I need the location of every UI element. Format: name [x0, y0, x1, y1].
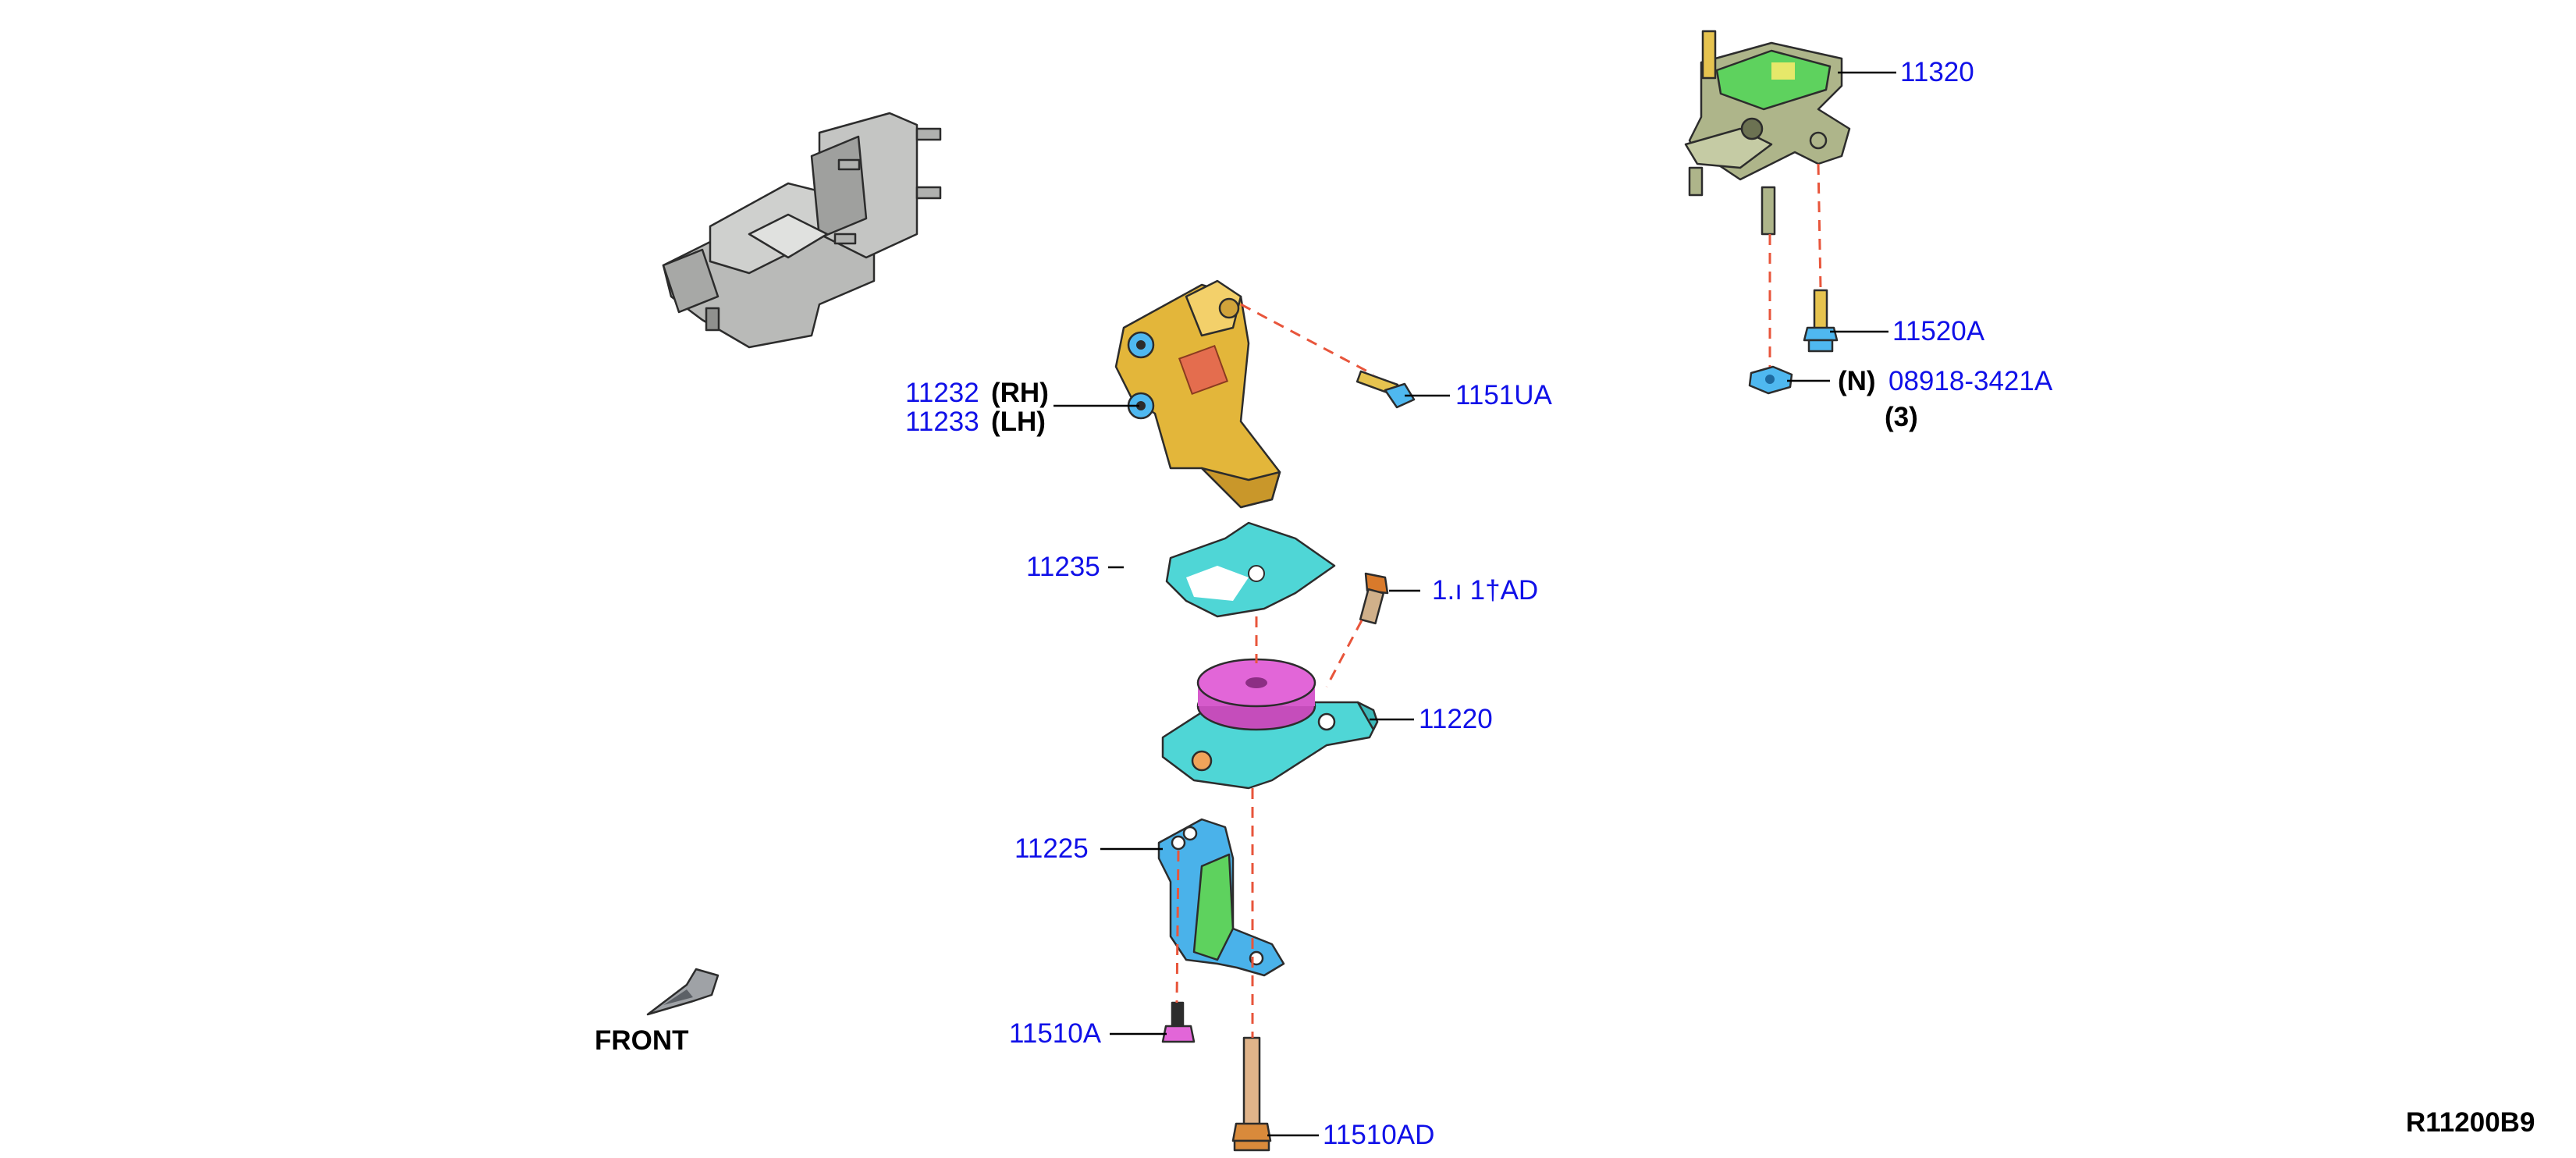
insulator-11220	[1161, 658, 1379, 790]
bolt-1151AD	[1359, 572, 1389, 625]
mount-11320	[1684, 30, 1851, 236]
label-08918-prefix: (N)	[1838, 366, 1876, 396]
label-11225: 11225	[1014, 833, 1089, 864]
label-11232: 11232	[905, 378, 979, 408]
figure-code: R11200B9	[2406, 1107, 2535, 1138]
bolt-11510A	[1161, 1001, 1196, 1043]
label-11520A: 11520A	[1892, 316, 1985, 346]
label-1151AD: 1.ı 1†AD	[1432, 575, 1538, 606]
label-08918-qty: (3)	[1885, 402, 1918, 432]
label-11235: 11235	[1026, 552, 1100, 582]
label-11510A: 11510A	[1009, 1018, 1102, 1049]
front-label: FRONT	[595, 1025, 689, 1056]
bracket-11232-11233	[1114, 279, 1281, 509]
bolt-11520A	[1803, 289, 1839, 353]
bolt-11510AD	[1231, 1036, 1272, 1152]
plate-11235	[1165, 521, 1336, 618]
nut-08918-3421A	[1748, 365, 1793, 395]
label-11320: 11320	[1900, 57, 1974, 87]
label-08918-3421A: 08918-3421A	[1888, 366, 2053, 396]
label-11232-side: (RH)	[991, 378, 1049, 408]
label-11220: 11220	[1419, 704, 1493, 734]
label-11233-side: (LH)	[991, 407, 1046, 437]
assembly-dash-lines	[1175, 163, 1822, 1038]
front-arrow-icon	[646, 968, 720, 1016]
gray-mount-assembly	[662, 112, 942, 349]
bolt-1151UA	[1356, 370, 1416, 409]
label-11233: 11233	[905, 407, 979, 437]
label-11510AD: 11510AD	[1323, 1120, 1434, 1150]
leader-lines	[1053, 71, 1896, 1137]
label-1151UA: 1151UA	[1455, 380, 1553, 410]
bracket-11225	[1157, 818, 1285, 977]
